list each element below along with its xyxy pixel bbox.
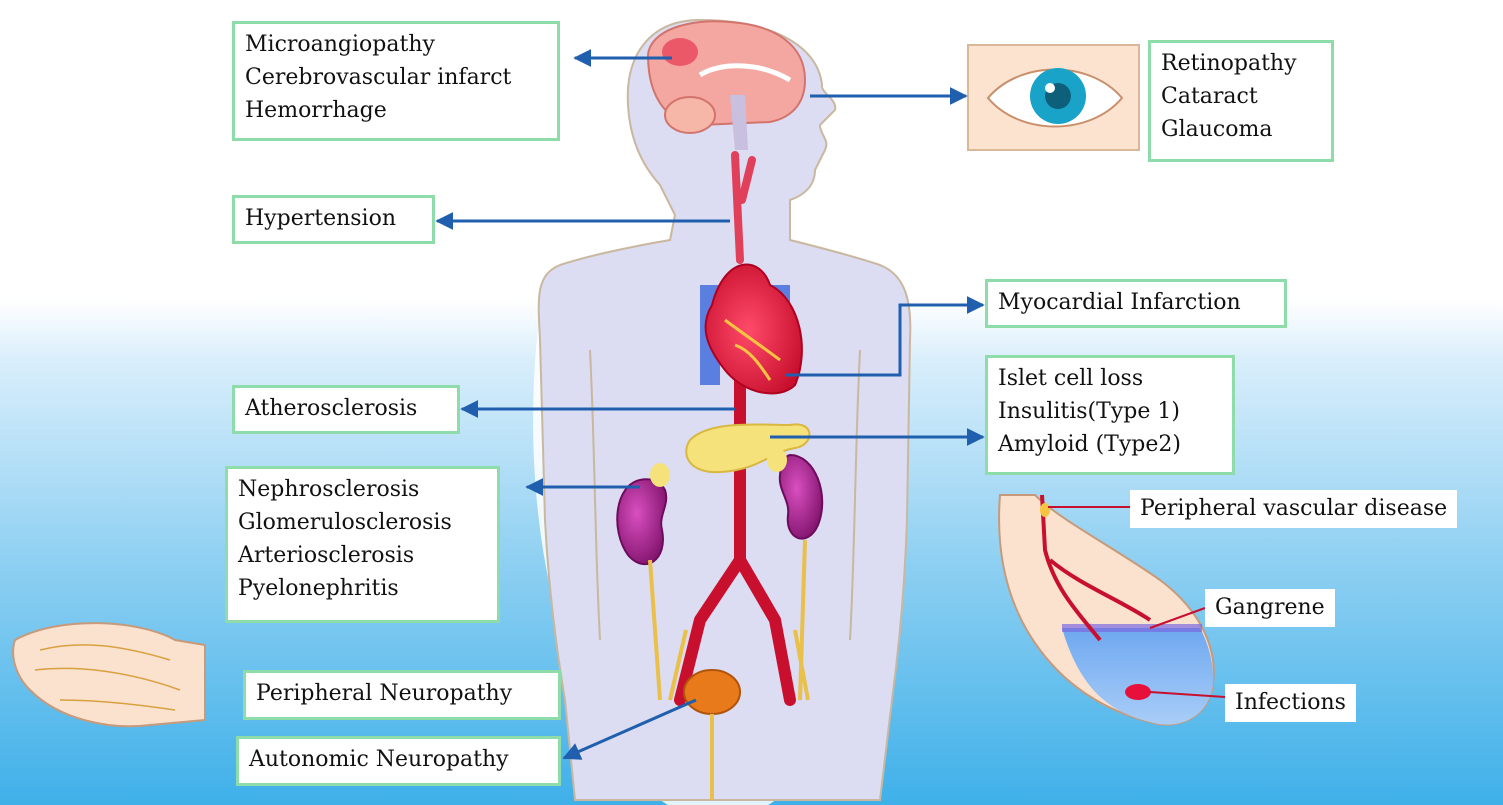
label-atherosclerosis: Atherosclerosis xyxy=(232,385,460,434)
label-amyloid: Amyloid (Type2) xyxy=(998,428,1222,461)
label-glomerulosclerosis: Glomerulosclerosis xyxy=(238,506,487,539)
label-arteriosclerosis: Arteriosclerosis xyxy=(238,539,487,572)
label-brain: Microangiopathy Cerebrovascular infarct … xyxy=(232,21,560,141)
label-peripheral-vascular-disease: Peripheral vascular disease xyxy=(1130,490,1457,528)
label-pancreas: Islet cell loss Insulitis(Type 1) Amyloi… xyxy=(985,355,1235,475)
label-kidney: Nephrosclerosis Glomerulosclerosis Arter… xyxy=(225,466,500,623)
label-retinopathy: Retinopathy xyxy=(1161,47,1321,80)
label-infections: Infections xyxy=(1225,684,1356,722)
label-eye: Retinopathy Cataract Glaucoma xyxy=(1148,40,1334,162)
label-nephrosclerosis: Nephrosclerosis xyxy=(238,473,487,506)
label-myocardial-infarction: Myocardial Infarction xyxy=(985,279,1287,328)
hand-illustration xyxy=(13,623,205,726)
label-microangiopathy: Microangiopathy xyxy=(245,28,547,61)
label-islet-cell-loss: Islet cell loss xyxy=(998,362,1222,395)
label-glaucoma: Glaucoma xyxy=(1161,113,1321,146)
label-gangrene: Gangrene xyxy=(1205,589,1335,627)
bladder xyxy=(684,670,740,714)
label-insulitis: Insulitis(Type 1) xyxy=(998,395,1222,428)
label-peripheral-neuropathy: Peripheral Neuropathy xyxy=(243,670,561,720)
label-cataract: Cataract xyxy=(1161,80,1321,113)
label-pyelonephritis: Pyelonephritis xyxy=(238,572,487,605)
kidney-left xyxy=(617,479,666,564)
label-hypertension: Hypertension xyxy=(232,195,435,244)
label-autonomic-neuropathy: Autonomic Neuropathy xyxy=(236,736,561,786)
label-cerebrovascular-infarct: Cerebrovascular infarct xyxy=(245,61,547,94)
label-hemorrhage: Hemorrhage xyxy=(245,94,547,127)
